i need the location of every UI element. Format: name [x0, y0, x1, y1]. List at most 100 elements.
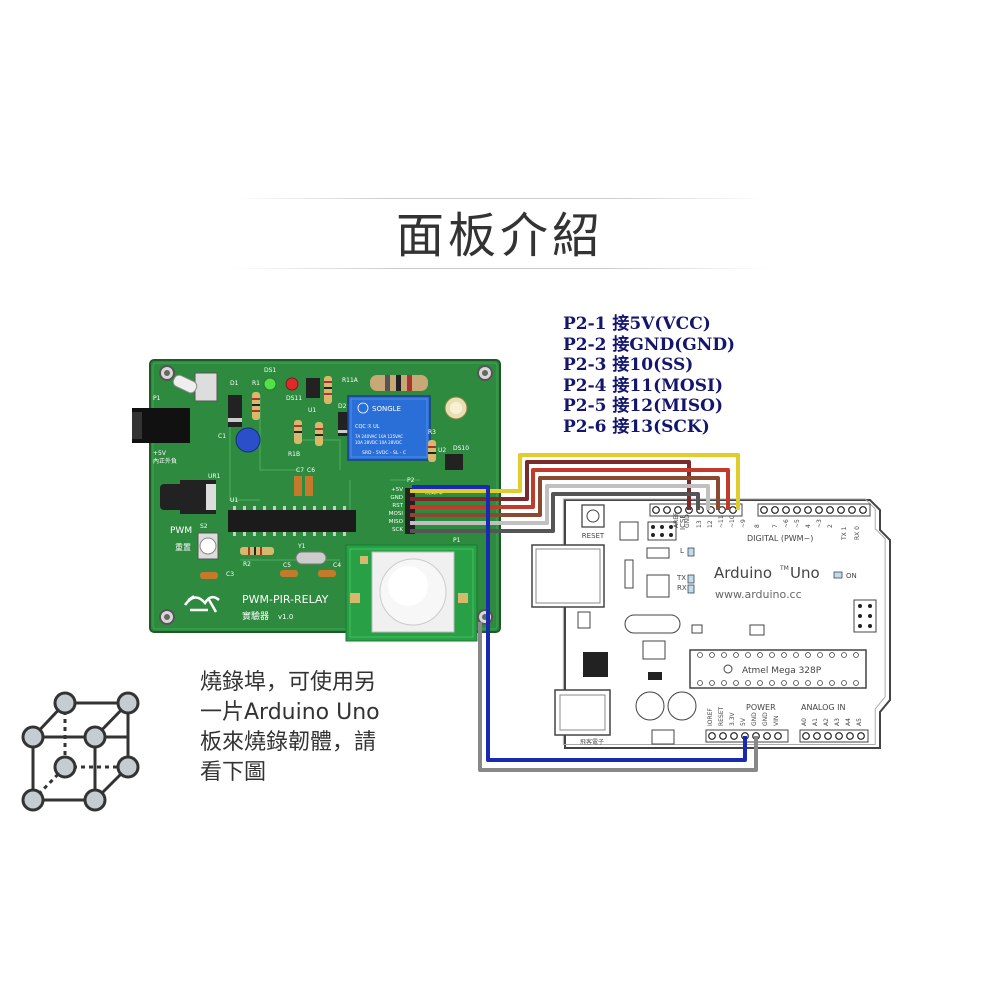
wire-ss [410, 468, 730, 510]
analog-label: ANALOG IN [801, 703, 846, 712]
component-label: R1B [288, 451, 300, 458]
component-label: U2 [438, 447, 446, 454]
cube-icon [21, 691, 140, 812]
power-pin-label: RESET [718, 706, 725, 726]
digital-pin-label: 2 [827, 524, 834, 528]
component-label: DS1 [264, 367, 276, 374]
power-pin-label: GND [751, 712, 758, 726]
capacitor [667, 691, 697, 721]
header-pin-label: +5V [391, 487, 403, 493]
pin-mapping-list: P2-1 接5V(VCC) P2-2 接GND(GND) P2-3 接10(SS… [563, 314, 735, 437]
relay: SONGLE CQC ℛ UL 7A 240VAC 10A 125VAC 10A… [347, 395, 431, 461]
pin-mapping-item: P2-5 接12(MISO) [563, 396, 724, 416]
dc-jack [554, 689, 611, 736]
component-label: R1 [252, 380, 260, 387]
component-label: C4 [333, 562, 341, 569]
on-label: ON [846, 572, 857, 580]
jumper-wires [410, 453, 758, 772]
aref-label: AREF [673, 512, 680, 528]
microcontroller-ic [228, 506, 356, 536]
on-led [833, 571, 843, 579]
component-label: Y1 [297, 543, 306, 550]
power-pin-label: GND [762, 712, 769, 726]
header-pin-label: RST [392, 503, 403, 509]
icsp-label: ICSP [679, 514, 687, 530]
digital-pin-label: ~9 [740, 519, 747, 528]
pwm-potentiometer [160, 480, 216, 514]
diode [228, 395, 242, 427]
digital-pin-label: ~6 [783, 519, 790, 528]
component-label: P2 [407, 477, 415, 484]
rx-led-label: RX [677, 584, 687, 592]
analog-pin-label: A2 [823, 718, 830, 726]
analog-pin-label: A5 [856, 718, 863, 726]
digital-pin-label: TX 1 [841, 526, 848, 541]
wire-sck [410, 492, 700, 533]
led-red [285, 377, 299, 391]
arduino-model: Uno [790, 564, 820, 582]
pin-mapping-item: P2-4 接11(MOSI) [563, 375, 724, 396]
component-label: C1 [218, 433, 226, 440]
component-label: S2 [200, 523, 208, 530]
reset-button [581, 504, 605, 528]
power-pin-label: 5V [740, 717, 747, 726]
power-pin-label: VIN [773, 716, 780, 726]
capacitor-blue [235, 427, 261, 453]
relay-brand: SONGLE [372, 405, 401, 413]
arduino-url: www.arduino.cc [715, 588, 802, 601]
pin-mapping-item: P2-6 接13(SCK) [563, 416, 710, 437]
note-line: 看下圖 [200, 760, 267, 785]
arduino-uno-board: RESET ICSP L TX RX Arduino TM Uno www.ar… [531, 498, 891, 749]
atmega-chip [689, 649, 867, 689]
title-rule-bottom [230, 268, 770, 269]
digital-pin-label: 4 [805, 524, 812, 528]
component-label: R3 [428, 429, 436, 436]
icsp-header-1 [619, 521, 677, 541]
arduino-brand: Arduino [714, 564, 772, 582]
wire-vcc [410, 453, 740, 510]
component-label: U1 [308, 407, 316, 414]
slide-switch [194, 372, 218, 402]
component-label: UR1 [208, 473, 221, 480]
component-label: C6 [307, 467, 315, 474]
pin-mapping-item: P2-1 接5V(VCC) [563, 314, 711, 334]
svg-text:CQC ℛ UL: CQC ℛ UL [355, 424, 380, 430]
power-pin-label: 3.3V [729, 711, 736, 726]
svg-text:10A 28VDC 10A 28VDC: 10A 28VDC 10A 28VDC [355, 440, 402, 445]
usb-connector [531, 544, 605, 608]
pin-mapping-item: P2-2 接GND(GND) [563, 334, 736, 355]
wire-gnd-power [478, 622, 758, 772]
pcb-board: +5V 內正外負 P1 D1 R1 DS1 DS11 R11A U1 D2 [132, 359, 501, 642]
tx-led-label: TX [676, 574, 686, 582]
digital-pin-label: 8 [754, 524, 761, 528]
arduino-tm: TM [779, 565, 789, 572]
board-version: v1.0 [278, 613, 293, 621]
component-label: C3 [226, 571, 234, 578]
note-line: 一片Arduino Uno [200, 700, 380, 725]
component-label: R2 [243, 561, 251, 568]
tx-led [687, 574, 695, 584]
digital-header [649, 503, 871, 517]
component-label: DS11 [286, 395, 302, 402]
relay-model: SRD - 5VDC - SL - C [362, 450, 406, 456]
digital-pin-label: RX 0 [854, 526, 861, 540]
board-name: PWM-PIR-RELAY [242, 593, 329, 606]
capacitor [635, 691, 665, 721]
component-label: R11A [342, 377, 359, 384]
pwm-label: PWM [170, 526, 192, 536]
power-pin-label: IOREF [707, 708, 714, 726]
voltage-regulator [583, 652, 608, 677]
svg-text:7A 240VAC 10A 125VAC: 7A 240VAC 10A 125VAC [355, 434, 403, 439]
analog-pin-label: A1 [812, 718, 819, 726]
crystal [624, 614, 681, 634]
transistor [306, 378, 320, 398]
power-sub-label: 內正外負 [153, 457, 177, 465]
analog-pin-label: A4 [845, 718, 852, 726]
programming-port-note: 燒錄埠，可使用另 一片Arduino Uno 板來燒錄韌體，請 看下圖 [200, 668, 380, 788]
digital-pin-label: ~5 [794, 519, 801, 528]
ic-u2 [445, 454, 463, 470]
page-title: 面板介紹 [395, 208, 604, 264]
digital-pin-label: ~3 [816, 519, 823, 528]
led-green [263, 377, 277, 391]
